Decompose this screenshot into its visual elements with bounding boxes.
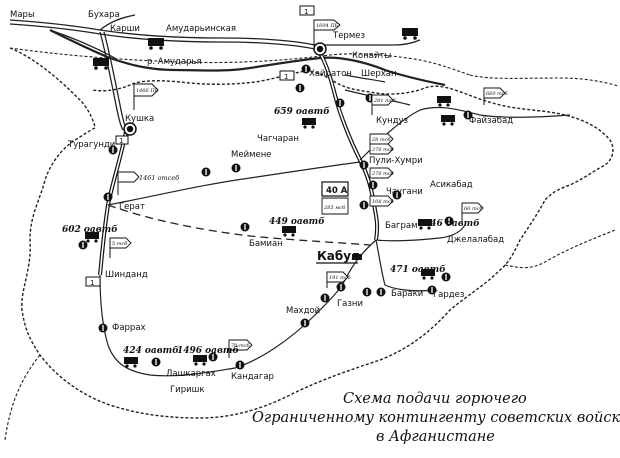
label-faizabad: Файзабад xyxy=(469,116,513,126)
border-south xyxy=(4,354,41,441)
label-amudaryinskaya: Амударьинская xyxy=(166,24,236,34)
caption-line-2: Ограниченному контингенту советских войс… xyxy=(252,410,620,426)
label-girishk: Гиришк xyxy=(170,385,205,395)
label-kandahar: Кандагар xyxy=(231,372,274,382)
label-bukhara: Бухара xyxy=(88,10,120,20)
river-amudarya-branch xyxy=(49,29,116,59)
flag-label-kandahar: 70 тсб xyxy=(231,342,250,349)
label-unit-659: 659 оавтб xyxy=(274,106,330,117)
caption-line-1: Схема подачи горючего xyxy=(343,391,527,407)
label-puli-khumri: Пули-Хумри xyxy=(369,156,423,166)
flag-label-chaugani1: 276 тсб xyxy=(371,170,395,177)
label-bagram: Баграм xyxy=(385,221,418,231)
label-shindand: Шинданд xyxy=(105,270,148,280)
caption-line-3: в Афганистане xyxy=(376,429,495,445)
flag-label-jalalabad: 66 тсб xyxy=(464,205,483,212)
junction-nodes xyxy=(123,42,327,136)
label-khayraton: Хайратон xyxy=(309,69,352,79)
label-unit-446: 446 оавтб xyxy=(424,218,480,229)
label-kabul: Кабул xyxy=(317,249,360,263)
label-unit-602: 602 оавтб xyxy=(62,224,118,235)
label-ghazni: Газни xyxy=(337,299,363,309)
label-unit-1461: 1461 отсеб xyxy=(139,174,179,182)
flag-label-faizabad: 660 тсб xyxy=(486,90,509,97)
label-jalalabad: Джелалабад xyxy=(447,235,504,245)
road-herat-kabul-dashed xyxy=(107,204,371,246)
label-mary: Мары xyxy=(10,10,35,20)
label-gardez: Гардез xyxy=(433,290,465,300)
label-herat: Герат xyxy=(119,202,145,212)
label-chagcharan: Чагчаран xyxy=(257,134,299,144)
border-afghanistan xyxy=(9,47,614,419)
label-farah: Фаррах xyxy=(112,323,146,333)
label-asadabad: Асикабад xyxy=(430,180,473,190)
marker-termez-bridge: 1 xyxy=(304,8,308,16)
label-unit-471: 471 оавтб xyxy=(390,264,446,275)
label-makhdoy: Махдой xyxy=(286,306,320,316)
flag-label-termez: 1604 ПБ xyxy=(316,23,339,29)
flags xyxy=(109,19,506,351)
border-ussr xyxy=(9,47,471,76)
label-konayty: Конайты xyxy=(352,51,391,61)
label-termez: Термез xyxy=(332,31,365,41)
label-unit-424: 424 оавтб xyxy=(123,345,179,356)
truck-icons xyxy=(85,28,455,368)
label-karshi: Карши xyxy=(110,24,140,34)
label-barakai: Бараки xyxy=(391,289,423,299)
label-kunduz: Кундуз xyxy=(376,116,409,126)
flag-label-kushka: 1468 ПБ xyxy=(136,88,159,94)
label-meymene: Мейменe xyxy=(231,150,272,160)
flag-label-puli1: 28 тсб xyxy=(371,136,391,143)
depot-marker-bars xyxy=(82,66,469,368)
flag-label-shindand: 5 тсб xyxy=(112,240,128,247)
marker-shindand: 1 xyxy=(90,279,94,287)
army-hq-box xyxy=(321,181,349,197)
flag-label-puli2: 276 тсб xyxy=(371,146,395,153)
label-unit-449: 449 оавтб xyxy=(269,216,325,227)
label-river: р. Амударья xyxy=(147,57,202,67)
label-turagundi: Турагунди xyxy=(67,140,115,150)
label-bamian: Бамиан xyxy=(249,239,283,249)
border-south-east xyxy=(504,229,616,269)
flag-label-ghazni: 191 тсб xyxy=(329,274,352,281)
flag-label-chaugani2: 108 тсб xyxy=(372,198,395,205)
marker-khayraton: 1 xyxy=(284,73,288,81)
road-marker-boxes xyxy=(85,5,315,287)
label-kushka: Кушка xyxy=(125,114,154,124)
label-army-40: 40 А xyxy=(326,186,348,196)
label-shirkhan: Шерхан xyxy=(361,69,397,79)
label-unit-1496: 1496 оавтб xyxy=(177,345,239,356)
flag-label-army: 285 мсб xyxy=(323,204,346,211)
border-east xyxy=(469,74,619,87)
label-lashkargakh: Лашкаргах xyxy=(166,369,216,379)
label-chaugani: Чаугани xyxy=(386,187,423,197)
marker-kushka-route: 1 xyxy=(119,137,123,145)
flag-label-kunduz: 281 тсб xyxy=(373,97,397,104)
